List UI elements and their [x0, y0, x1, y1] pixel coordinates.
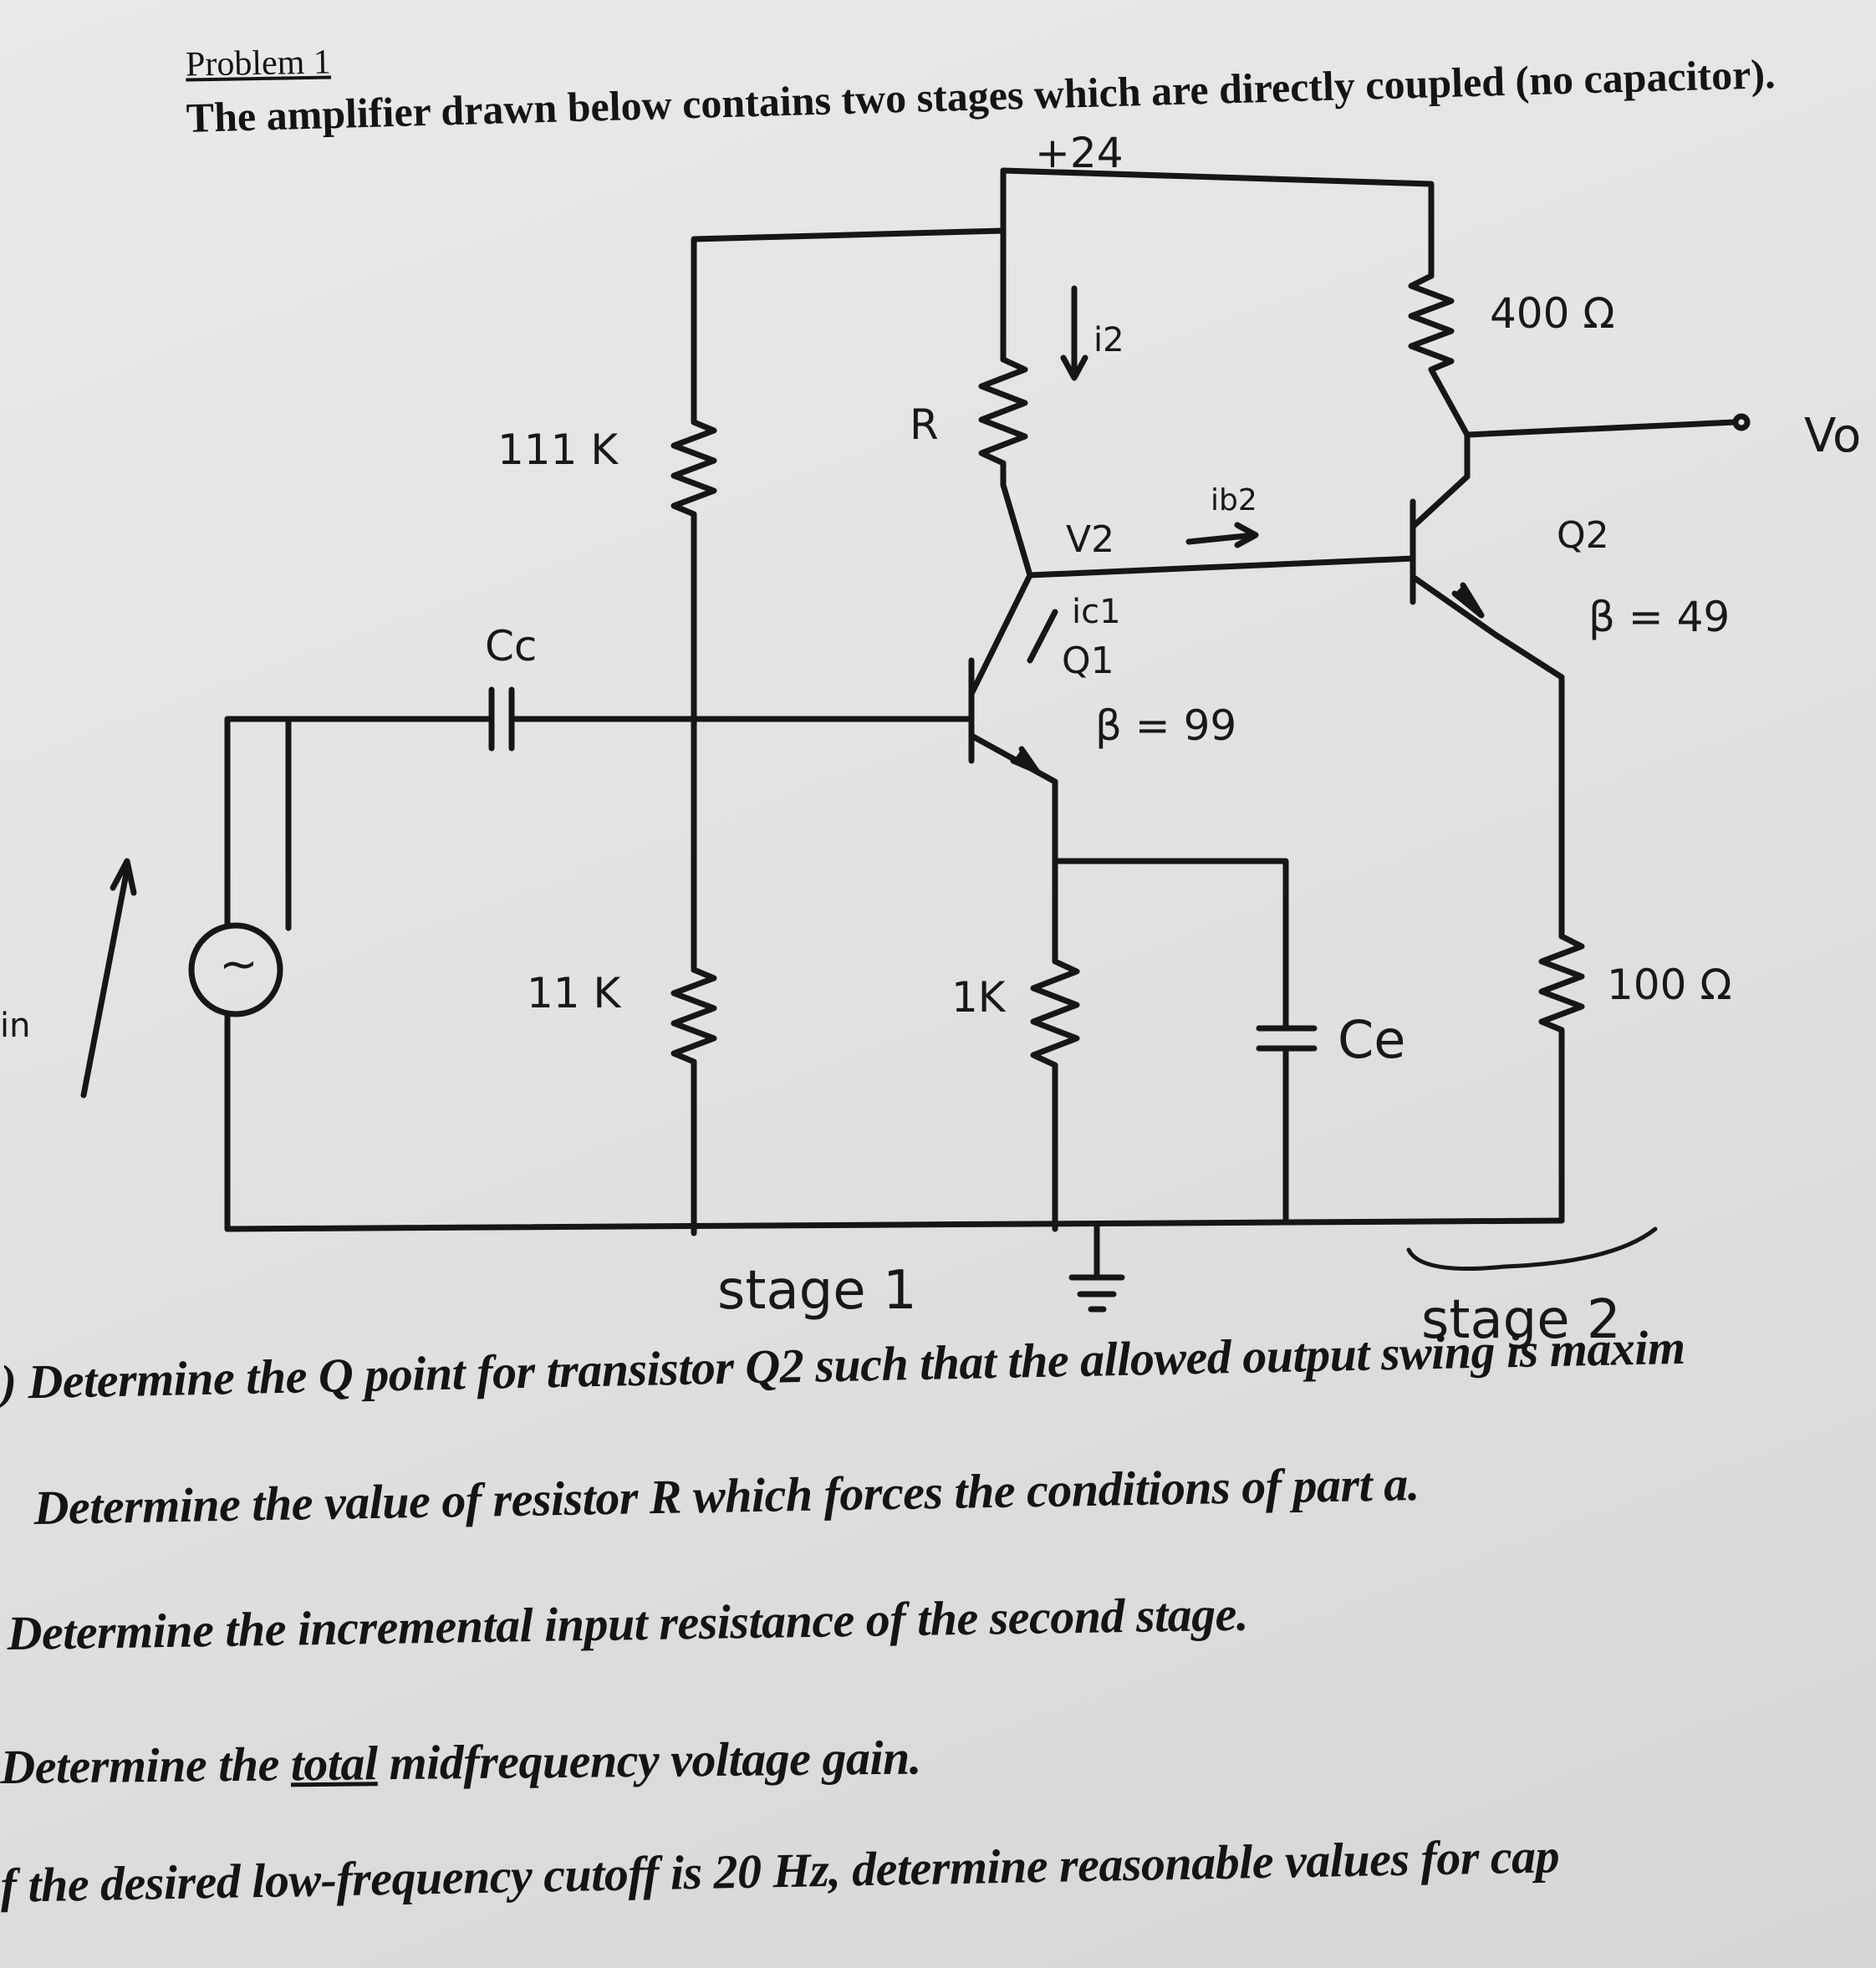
resistor-111k: [670, 406, 717, 973]
q2-emitter-arrow: [1451, 582, 1485, 619]
resistor-1k: [1030, 858, 1080, 1232]
question-d-start: Determine the: [0, 1736, 292, 1794]
output-terminal: [1732, 413, 1751, 431]
question-b: Determine the value of resistor R which …: [33, 1456, 1420, 1535]
stage1-label: stage 1: [717, 1260, 917, 1322]
ground-symbol: [1068, 1222, 1125, 1313]
resistor-11k: [670, 966, 717, 1236]
output-wire: [1464, 419, 1738, 438]
question-d-end: midfrequency voltage gain.: [377, 1730, 922, 1791]
q1-emitter: [968, 732, 1058, 864]
coupling-capacitor: [488, 686, 515, 752]
q2-beta-label: β = 49: [1588, 593, 1730, 641]
ic1-arrow: [1027, 609, 1058, 664]
input-arrow: [80, 866, 130, 1099]
q1-emitter-arrow: [1010, 746, 1040, 774]
supply-wire: [1000, 167, 1435, 279]
r-bottom-left-label: 11 K: [527, 969, 622, 1017]
r-collector-q2-label: 400 Ω: [1490, 289, 1615, 338]
node-v2-label: V2: [1066, 518, 1114, 561]
question-e: f the desired low-frequency cutoff is 20…: [0, 1828, 1560, 1913]
current-i2-label: i2: [1093, 321, 1124, 359]
i2-arrow: [1060, 285, 1088, 381]
current-ic1-label: ic1: [1072, 593, 1121, 631]
resistor-100: [1538, 933, 1585, 1224]
current-ib2-label: ib2: [1211, 483, 1257, 517]
r-top-left-label: 111 K: [497, 426, 619, 474]
q1-beta-label: β = 99: [1095, 701, 1236, 750]
emitter-node-wire: [1052, 858, 1289, 1032]
ib2-arrow: [1185, 522, 1259, 548]
output-label: Vo: [1804, 409, 1861, 463]
input-arrow-head: [110, 858, 137, 896]
supply-wire-left: [691, 227, 1007, 413]
stage2-label: stage 2: [1421, 1289, 1621, 1351]
bypass-cap-label: Ce: [1338, 1009, 1405, 1070]
coupling-cap-label: Cc: [485, 622, 537, 670]
v2-node-wire: [1027, 555, 1416, 579]
supply-label: +24: [1035, 129, 1124, 177]
resistor-r: [978, 356, 1033, 579]
q2-collector: [1410, 431, 1471, 530]
resistor-400: [1408, 273, 1471, 438]
ground-rail: [224, 1217, 1565, 1232]
amplifier-schematic: +24 111 K 11 K R 1K 400 Ω 100 Ω Cc Ce i2…: [0, 129, 1861, 1351]
r-emitter-q1-label: 1K: [951, 973, 1007, 1022]
question-d-underlined: total: [290, 1736, 378, 1792]
question-c: Determine the incremental input resistan…: [7, 1586, 1249, 1660]
question-d: Determine the total midfrequency voltage…: [0, 1729, 921, 1795]
source-symbol: ~: [219, 937, 258, 992]
r-emitter-q2-label: 100 Ω: [1607, 961, 1732, 1009]
ac-source-circle: [188, 922, 283, 1017]
r-collector-q1-label: R: [910, 400, 939, 449]
q2-label: Q2: [1557, 514, 1609, 557]
stage2-brace: [1406, 1226, 1658, 1271]
source-wire: [224, 716, 292, 931]
bypass-capacitor: [1256, 1025, 1318, 1052]
q1-collector: [968, 572, 1033, 697]
q1-label: Q1: [1062, 640, 1114, 682]
q2-emitter: [1410, 574, 1565, 940]
input-label: in: [0, 1007, 30, 1045]
